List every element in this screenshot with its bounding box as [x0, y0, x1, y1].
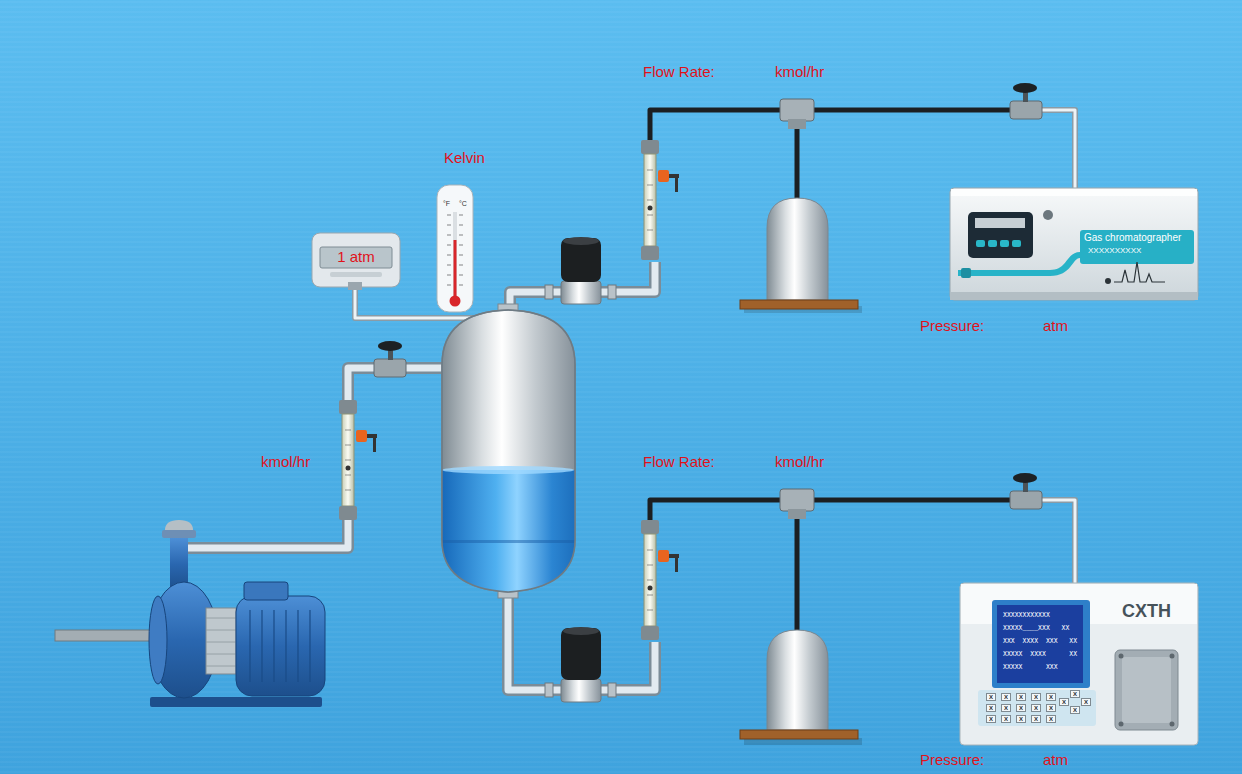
scale-mark: °C	[459, 200, 467, 208]
key-label: X	[1031, 693, 1041, 701]
analyzer-screen: XXXXXXXXXXXX XXXXX____XXX XX XXX XXXX XXX …	[997, 605, 1083, 683]
screen-line: XXXXX XXX	[1003, 664, 1058, 672]
gas-chromatograph: Gas chromatographerXXXXXXXXXX	[950, 188, 1198, 300]
unit-label: kmol/hr	[261, 453, 310, 471]
key-label: X	[1016, 693, 1026, 701]
model-code: XXXXXXXXXX	[1088, 246, 1141, 256]
unit-label: kmol/hr	[775, 453, 824, 471]
scale-mark: °F	[443, 200, 450, 208]
key-label: X	[1016, 704, 1026, 712]
key-label: X	[986, 715, 996, 723]
key-label: X	[986, 693, 996, 701]
key-label: X	[1016, 715, 1026, 723]
instrument-name: Gas chromatographer	[1084, 232, 1181, 244]
key-label: X	[1046, 715, 1056, 723]
key-label: X	[1070, 690, 1080, 698]
field-label: Flow Rate:	[643, 63, 715, 81]
unit-label: kmol/hr	[775, 63, 824, 81]
unit-label: atm	[1043, 751, 1068, 769]
key-label: X	[1001, 693, 1011, 701]
field-label: Pressure:	[920, 751, 984, 769]
pressure-reading: 1 atm	[312, 248, 400, 266]
key-label: X	[1046, 693, 1056, 701]
key-label: X	[1081, 698, 1091, 706]
field-label: Pressure:	[920, 317, 984, 335]
field-label: Flow Rate:	[643, 453, 715, 471]
key-label: X	[1001, 715, 1011, 723]
screen-line: XXX XXXX XXX XX	[1003, 638, 1077, 646]
pressure-gauge: 1 atm	[312, 233, 402, 287]
key-label: X	[1031, 715, 1041, 723]
unit-label: atm	[1043, 317, 1068, 335]
key-label: X	[986, 704, 996, 712]
key-label: X	[1059, 698, 1069, 706]
screen-line: XXXXX XXXX XX	[1003, 651, 1077, 659]
key-label: X	[1046, 704, 1056, 712]
key-label: X	[1031, 704, 1041, 712]
key-label: X	[1001, 704, 1011, 712]
unit-label: Kelvin	[444, 149, 485, 167]
brand-name: CXTH	[1122, 601, 1171, 623]
key-label: X	[1070, 706, 1080, 714]
screen-line: XXXXXXXXXXXX	[1003, 612, 1050, 620]
screen-line: XXXXX____XXX XX	[1003, 625, 1069, 633]
